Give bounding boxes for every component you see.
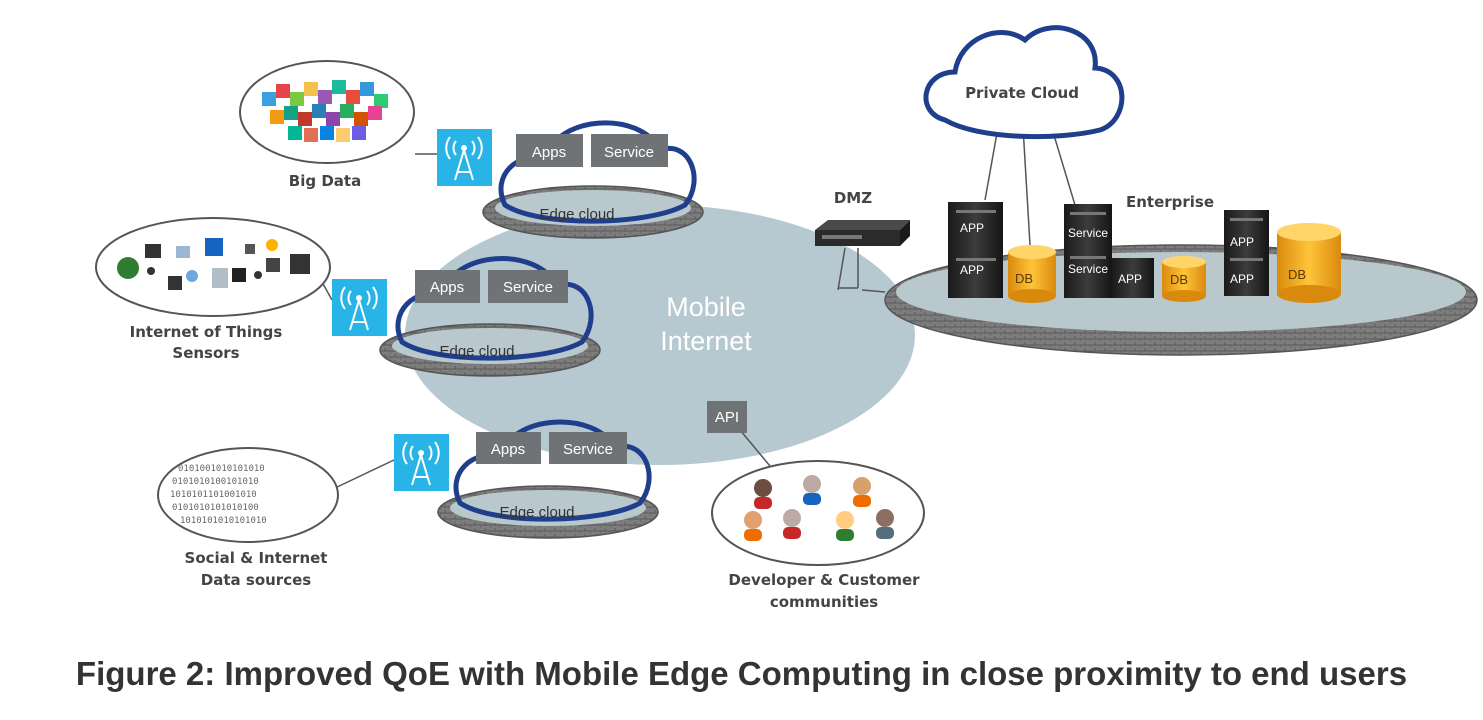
svg-text:APP: APP [1230,235,1254,249]
svg-text:1010101101001010: 1010101101001010 [170,490,257,500]
enterprise-label: Enterprise [1126,193,1214,211]
svg-text:Apps: Apps [532,144,566,161]
svg-text:APP: APP [1230,272,1254,286]
svg-text:Private Cloud: Private Cloud [965,84,1079,102]
svg-text:0101010101010100: 0101010101010100 [172,503,259,513]
svg-text:Apps: Apps [430,279,464,296]
svg-text:Service: Service [1068,226,1108,240]
svg-text:Service: Service [503,279,553,296]
svg-text:Edge cloud: Edge cloud [539,206,614,223]
svg-text:DB: DB [1015,271,1033,286]
database-icon: DB [1162,256,1206,302]
svg-text:0101010100101010: 0101010100101010 [172,477,259,487]
svg-text:0101001010101010: 0101001010101010 [178,464,265,474]
antenna-icon [394,434,449,491]
svg-text:Edge cloud: Edge cloud [499,504,574,521]
server-tower: APP APP [948,202,1003,298]
svg-text:Service: Service [1068,262,1108,276]
binary-text: 0101001010101010 0101010100101010 101010… [170,464,267,526]
antenna-icon [437,129,492,186]
mobile-internet-line1: Mobile [666,292,746,322]
svg-text:APP: APP [1118,272,1142,286]
server-tower: Service Service [1064,204,1112,298]
private-cloud: Private Cloud [923,25,1125,140]
edge-cloud-2: Edge cloud Apps Service [379,256,601,377]
svg-text:Service: Service [563,441,613,458]
figure-caption: Figure 2: Improved QoE with Mobile Edge … [75,655,1408,692]
edge-cloud-1: Edge cloud Apps Service [482,120,704,239]
developer-label-line1: Developer & Customer [728,571,920,589]
mobile-internet-line2: Internet [660,326,752,356]
svg-text:Service: Service [604,144,654,161]
svg-text:Edge cloud: Edge cloud [439,343,514,360]
svg-text:Apps: Apps [491,441,525,458]
svg-text:APP: APP [960,221,984,235]
antenna-icon [332,279,387,336]
server-tower: APP [1112,258,1154,298]
social-data-ellipse [157,447,339,543]
api-label: API [715,409,739,426]
iot-label-line2: Sensors [172,344,239,362]
social-label-line2: Data sources [201,571,311,589]
enterprise-servers: APP APP Service Service APP APP APP [948,202,1269,298]
database-icon: DB [1008,245,1056,303]
iot-device-icons [117,238,310,290]
big-data-cubes [262,80,388,142]
people-icons [744,475,894,541]
svg-text:APP: APP [960,263,984,277]
big-data-label: Big Data [289,172,361,190]
edge-cloud-3: Edge cloud Apps Service [437,419,659,539]
developer-label-line2: communities [770,593,878,611]
social-label-line1: Social & Internet [185,549,328,567]
svg-text:DB: DB [1288,267,1306,282]
api-tag [707,401,747,433]
dmz-server-icon [815,220,910,246]
svg-text:1010101010101010: 1010101010101010 [180,516,267,526]
database-icon: DB [1277,223,1341,303]
dmz-label: DMZ [834,189,872,207]
iot-label-line1: Internet of Things [130,323,283,341]
enterprise-databases: DB DB DB [1008,223,1341,303]
server-tower: APP APP [1224,210,1269,296]
svg-text:DB: DB [1170,272,1188,287]
